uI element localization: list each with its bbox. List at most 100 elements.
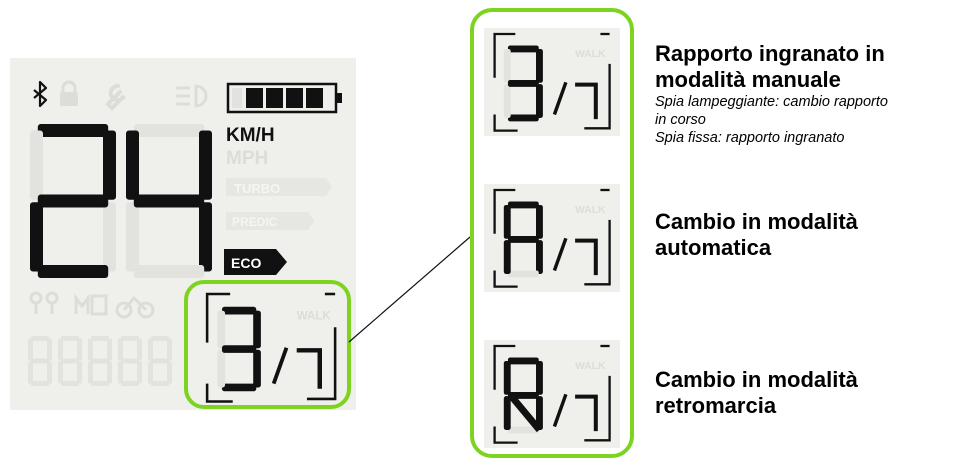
description-manual-title-1: Rapporto ingranato in bbox=[655, 41, 885, 66]
variant-2-separator bbox=[552, 393, 568, 428]
segment-f bbox=[88, 338, 93, 361]
segment-a bbox=[221, 306, 257, 315]
segment-d bbox=[37, 265, 109, 278]
segment-f bbox=[30, 130, 43, 200]
description-reverse-title-1: Cambio in modalità bbox=[655, 367, 858, 392]
odometer-digit-4 bbox=[148, 336, 172, 386]
assist-mode-predic: PREDIC bbox=[226, 212, 314, 230]
cyclist-icon bbox=[115, 295, 155, 319]
segment-a bbox=[133, 124, 205, 137]
segment-a bbox=[507, 201, 539, 209]
segment-g bbox=[121, 358, 139, 364]
segment-f bbox=[148, 338, 153, 361]
segment-b bbox=[536, 360, 543, 395]
segment-a bbox=[37, 124, 109, 137]
odometer-digit-0 bbox=[28, 336, 52, 386]
variant-0-walk-label: WALK bbox=[575, 49, 606, 60]
segment-c bbox=[137, 361, 142, 384]
segment-g bbox=[221, 345, 257, 353]
segment-e bbox=[118, 361, 123, 384]
assist-mode-turbo: TURBO bbox=[226, 178, 332, 196]
segment-g bbox=[31, 358, 49, 364]
variant-1-total-seven bbox=[575, 238, 598, 276]
route-icon bbox=[74, 293, 108, 316]
variant-2-frame-left bbox=[493, 344, 516, 390]
variant-0-total-seven bbox=[575, 82, 598, 120]
connector-line bbox=[348, 236, 471, 343]
speed-digits bbox=[30, 124, 212, 278]
segment-d bbox=[507, 114, 539, 122]
description-manual: Rapporto ingranato in modalità manuale S… bbox=[655, 41, 970, 147]
segment-a bbox=[507, 45, 539, 53]
description-reverse-title-2: retromarcia bbox=[655, 393, 777, 418]
segment-e bbox=[503, 396, 511, 430]
speed-digit-0 bbox=[30, 124, 116, 278]
lcd-gear-total-seven bbox=[296, 348, 322, 389]
segment-b bbox=[103, 130, 116, 200]
lcd-gear-walk-label: WALK bbox=[297, 311, 332, 323]
segment-g bbox=[91, 358, 109, 364]
odometer-ghost-digits bbox=[28, 336, 172, 386]
segment-g bbox=[507, 236, 539, 243]
segment-d bbox=[507, 270, 539, 278]
lcd-gear-frame-left bbox=[205, 292, 231, 343]
segment-f bbox=[126, 130, 139, 200]
segment-b bbox=[199, 130, 212, 200]
segment-c bbox=[103, 202, 116, 272]
battery-icon bbox=[226, 82, 342, 114]
segment-g bbox=[133, 194, 205, 208]
segment-c bbox=[199, 202, 212, 272]
assist-mode-predic-label: PREDIC bbox=[232, 215, 278, 229]
variant-1-frame-right bbox=[584, 219, 611, 286]
lcd-display: 24 KM/H MPH TURBO PREDIC ECO 88888 bbox=[10, 58, 356, 410]
variant-0-frame-left bbox=[493, 32, 516, 78]
segment-b bbox=[107, 338, 112, 361]
odometer-digit-2 bbox=[88, 336, 112, 386]
segment-c bbox=[536, 84, 543, 118]
segment-e bbox=[503, 240, 511, 274]
headlight-icon bbox=[176, 84, 208, 108]
variant-1: WALK bbox=[484, 184, 620, 292]
segment-d bbox=[133, 265, 205, 278]
variant-1-walk-label: WALK bbox=[575, 205, 606, 216]
variant-2-frame-bottom bbox=[493, 426, 518, 444]
segment-d bbox=[121, 381, 139, 386]
segment-diagonal bbox=[508, 393, 543, 433]
lcd-gear-frame-right bbox=[306, 327, 337, 401]
variant-2-total-seven bbox=[575, 394, 598, 432]
description-manual-sub-2: in corso bbox=[655, 112, 706, 128]
segment-d bbox=[31, 381, 49, 386]
segment-e bbox=[148, 361, 153, 384]
description-automatic-title-1: Cambio in modalità bbox=[655, 209, 858, 234]
segment-f bbox=[217, 310, 226, 349]
segment-e bbox=[58, 361, 63, 384]
segment-e bbox=[126, 202, 139, 272]
segment-b bbox=[536, 48, 543, 83]
navigation-icon bbox=[29, 291, 59, 314]
lock-icon bbox=[60, 80, 78, 106]
segment-b bbox=[137, 338, 142, 361]
assist-mode-eco: ECO bbox=[224, 249, 287, 275]
description-manual-title-2: modalità manuale bbox=[655, 67, 841, 92]
segment-d bbox=[507, 426, 539, 434]
assist-mode-eco-label: ECO bbox=[231, 255, 261, 271]
segment-a bbox=[151, 336, 169, 341]
segment-a bbox=[91, 336, 109, 341]
variant-2: WALK bbox=[484, 340, 620, 448]
lcd-gear-frame-bottom bbox=[205, 383, 233, 403]
description-manual-sub-3: Spia fissa: rapporto ingranato bbox=[655, 130, 845, 146]
variant-1-gear-symbol bbox=[503, 201, 543, 278]
segment-g bbox=[61, 358, 79, 364]
variant-0-frame-right bbox=[584, 63, 611, 130]
speed-unit-kmh: KM/H bbox=[226, 125, 275, 146]
segment-e bbox=[217, 349, 226, 388]
segment-d bbox=[61, 381, 79, 386]
variant-0-separator bbox=[552, 81, 568, 116]
variant-1-frame-bottom bbox=[493, 270, 518, 288]
lcd-gear-indicator: WALK bbox=[205, 292, 337, 403]
segment-g bbox=[37, 194, 109, 208]
segment-e bbox=[28, 361, 33, 384]
variants-highlight-frame bbox=[470, 8, 634, 458]
lcd-gear-separator bbox=[271, 347, 289, 385]
segment-d bbox=[151, 381, 169, 386]
